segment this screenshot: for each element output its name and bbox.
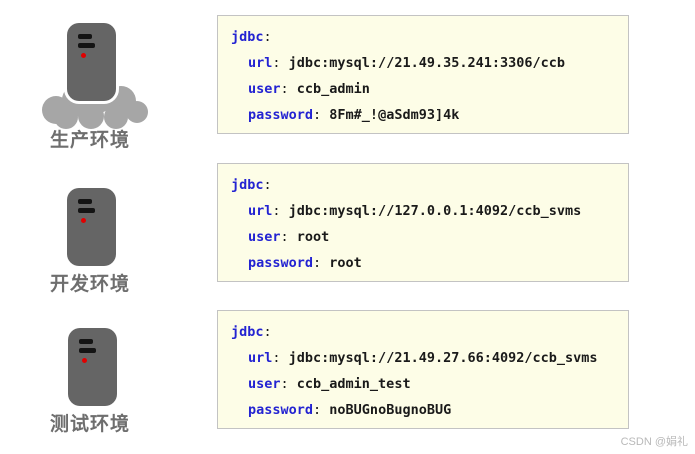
power-led-icon (81, 53, 86, 58)
environment-label-development: 开发环境 (49, 274, 130, 295)
drive-slot-icon (79, 339, 93, 344)
yaml-key: password (248, 255, 314, 271)
code-line: user: root (248, 229, 330, 245)
yaml-value: noBUGnoBugnoBUG (329, 402, 452, 418)
yaml-key: url (248, 55, 273, 71)
drive-slot-icon (78, 199, 92, 204)
yaml-value: root (329, 255, 362, 271)
yaml-value: ccb_admin (296, 81, 370, 97)
development-environment-icon-group: 开发环境 (10, 180, 170, 295)
yaml-key: user (248, 81, 281, 97)
code-line: password: root (248, 255, 362, 271)
code-line: user: ccb_admin_test (248, 376, 411, 392)
code-line: user: ccb_admin (248, 81, 370, 97)
yaml-value: jdbc:mysql://127.0.0.1:4092/ccb_svms (288, 203, 582, 219)
power-led-icon (82, 358, 87, 363)
code-line: jdbc: (231, 29, 272, 45)
environment-label-test: 测试环境 (49, 414, 130, 435)
yaml-key: url (248, 350, 273, 366)
drive-slot-icon (78, 208, 95, 213)
yaml-key: password (248, 107, 314, 123)
code-line: password: 8Fm#_!@aSdm93]4k (248, 107, 460, 123)
code-line: jdbc: (231, 324, 272, 340)
code-line: url: jdbc:mysql://127.0.0.1:4092/ccb_svm… (248, 203, 582, 219)
yaml-key: user (248, 376, 281, 392)
yaml-key: url (248, 203, 273, 219)
production-environment-icon-group: 生产环境 (10, 15, 170, 155)
watermark: CSDN @娟礼 (620, 436, 688, 448)
drive-slot-icon (79, 348, 96, 353)
config-code-block-development: jdbc: url: jdbc:mysql://127.0.0.1:4092/c… (217, 163, 629, 282)
yaml-value: jdbc:mysql://21.49.27.66:4092/ccb_svms (288, 350, 598, 366)
yaml-key: jdbc (231, 324, 264, 340)
yaml-value: ccb_admin_test (296, 376, 411, 392)
code-line: password: noBUGnoBugnoBUG (248, 402, 452, 418)
server-icon (67, 23, 116, 101)
yaml-key: jdbc (231, 29, 264, 45)
code-line: url: jdbc:mysql://21.49.27.66:4092/ccb_s… (248, 350, 598, 366)
yaml-key: password (248, 402, 314, 418)
config-code-block-production: jdbc: url: jdbc:mysql://21.49.35.241:330… (217, 15, 629, 134)
server-icon (67, 188, 116, 266)
code-line: url: jdbc:mysql://21.49.35.241:3306/ccb (248, 55, 565, 71)
yaml-value: root (296, 229, 330, 245)
yaml-key: jdbc (231, 177, 264, 193)
test-environment-icon-group: 测试环境 (10, 320, 170, 435)
drive-slot-icon (78, 43, 95, 48)
power-led-icon (81, 218, 86, 223)
yaml-key: user (248, 229, 281, 245)
config-code-block-test: jdbc: url: jdbc:mysql://21.49.27.66:4092… (217, 310, 629, 429)
environment-label-production: 生产环境 (49, 130, 130, 151)
code-line: jdbc: (231, 177, 272, 193)
yaml-value: jdbc:mysql://21.49.35.241:3306/ccb (288, 55, 565, 71)
server-icon (68, 328, 117, 406)
yaml-value: 8Fm#_!@aSdm93]4k (329, 107, 460, 123)
drive-slot-icon (78, 34, 92, 39)
